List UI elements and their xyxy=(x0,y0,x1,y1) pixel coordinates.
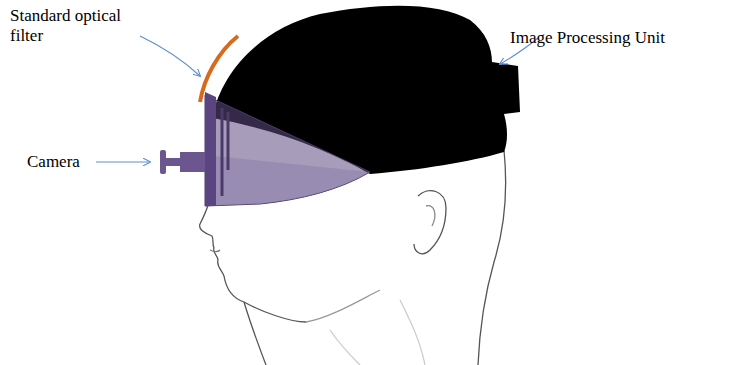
part-label: Camera xyxy=(27,152,107,172)
part-label: Image Processing Unit xyxy=(510,28,725,48)
ear xyxy=(414,191,446,254)
head-outline xyxy=(200,150,506,365)
jaw-line xyxy=(306,290,380,322)
goggle-visor xyxy=(205,95,370,206)
neck-lines xyxy=(330,300,425,365)
camera-lens-cap xyxy=(160,150,166,174)
visor-lower xyxy=(205,155,370,206)
leader-arrow xyxy=(96,161,150,162)
visor-ribs xyxy=(222,108,228,196)
visor-front-band xyxy=(205,92,216,206)
front-neck xyxy=(244,302,266,365)
back-of-head xyxy=(478,150,506,365)
camera-lens xyxy=(166,158,180,166)
camera-body xyxy=(180,152,205,172)
ear-inner xyxy=(426,206,435,226)
leader-arrow xyxy=(140,36,200,76)
optical-filter xyxy=(200,36,238,102)
face-profile xyxy=(200,205,306,322)
part-label: Standard optical filter xyxy=(10,6,145,46)
mouth xyxy=(210,250,220,252)
